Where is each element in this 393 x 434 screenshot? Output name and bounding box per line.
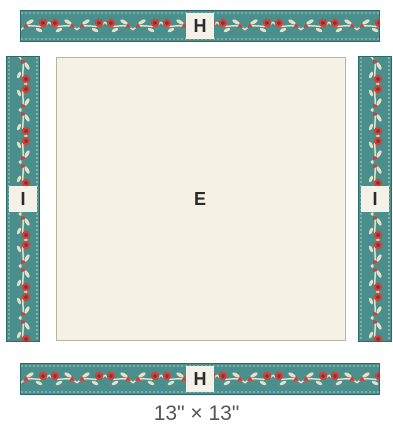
label-top-h: H: [186, 13, 214, 39]
label-left-i: I: [9, 186, 37, 212]
size-caption: 13" × 13": [0, 400, 393, 428]
label-center-e: E: [186, 186, 214, 212]
label-right-i: I: [361, 186, 389, 212]
label-bottom-h: H: [186, 366, 214, 392]
